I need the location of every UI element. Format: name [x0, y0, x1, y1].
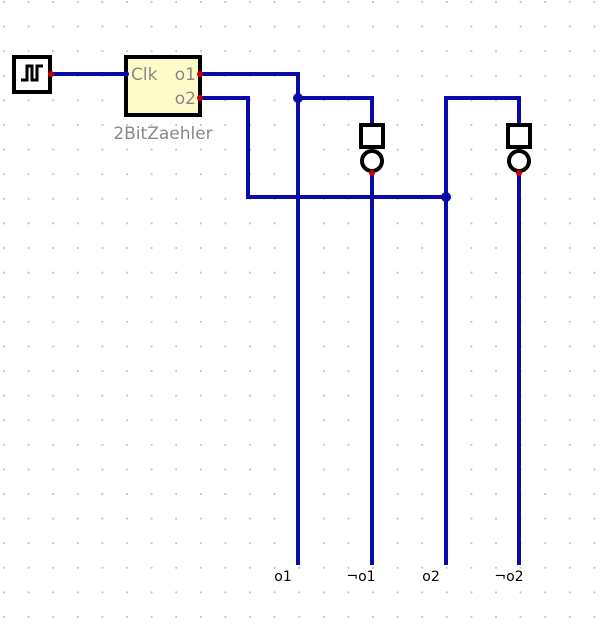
port-label-o2: o2	[175, 89, 196, 109]
output-label-not-o2: ¬o2	[494, 569, 523, 585]
junction-o2	[441, 192, 451, 202]
counter-body	[124, 55, 202, 117]
output-label-o1: o1	[274, 569, 291, 585]
not-gate-icon[interactable]	[359, 123, 385, 176]
not-gate-icon[interactable]	[506, 123, 532, 176]
port-label-o1: o1	[175, 65, 196, 85]
component-name-label: 2BitZaehler	[113, 124, 212, 144]
counter-pin-o2	[197, 95, 203, 101]
wire-o1[interactable]	[200, 72, 300, 565]
not2-output-pin	[516, 170, 522, 176]
counter-pin-o1	[197, 71, 203, 77]
port-label-clk: Clk	[131, 65, 158, 85]
output-label-not-o1: ¬o1	[346, 569, 375, 585]
wire-o2-to-not2[interactable]	[444, 96, 521, 197]
output-label-o2: o2	[422, 569, 439, 585]
counter-pin-clk	[123, 71, 129, 77]
not1-output-pin	[369, 170, 375, 176]
counter-component[interactable]: Clk o1 o2	[123, 55, 203, 117]
clock-source-icon[interactable]	[12, 55, 54, 94]
wires	[52, 72, 521, 565]
wire-o1-to-not1[interactable]	[298, 96, 374, 125]
wire-o2[interactable]	[200, 96, 446, 199]
clock-output-pin	[48, 71, 54, 77]
junction-o1	[293, 93, 303, 103]
